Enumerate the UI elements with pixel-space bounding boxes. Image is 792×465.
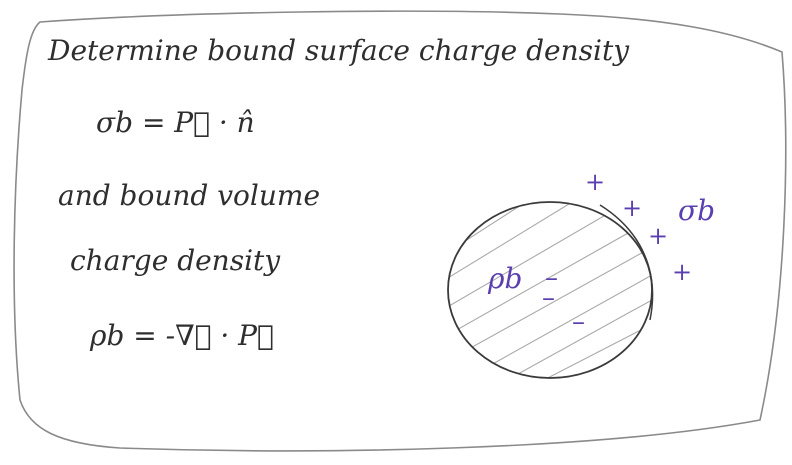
- minus-sign-3: –: [572, 307, 585, 337]
- minus-sign-1: –: [545, 263, 558, 293]
- text-and-bound-volume: and bound volume: [58, 179, 320, 212]
- sigma-formula: σb = P⃗ · n̂: [96, 106, 255, 139]
- outer-boundary: [13, 10, 787, 452]
- sigma-b-label: σb: [678, 194, 715, 227]
- rho-b-label: ρb: [487, 262, 522, 295]
- plus-sign-1: +: [585, 168, 605, 196]
- plus-sign-3: +: [648, 222, 668, 250]
- heading-text: Determine bound surface charge density: [47, 34, 630, 67]
- plus-sign-4: +: [672, 258, 692, 286]
- plus-sign-2: +: [622, 194, 642, 222]
- minus-sign-2: –: [542, 283, 555, 313]
- sphere-outer-arc: [599, 204, 654, 321]
- text-charge-density: charge density: [70, 244, 281, 277]
- rho-formula: ρb = -∇⃗ · P⃗: [89, 319, 274, 352]
